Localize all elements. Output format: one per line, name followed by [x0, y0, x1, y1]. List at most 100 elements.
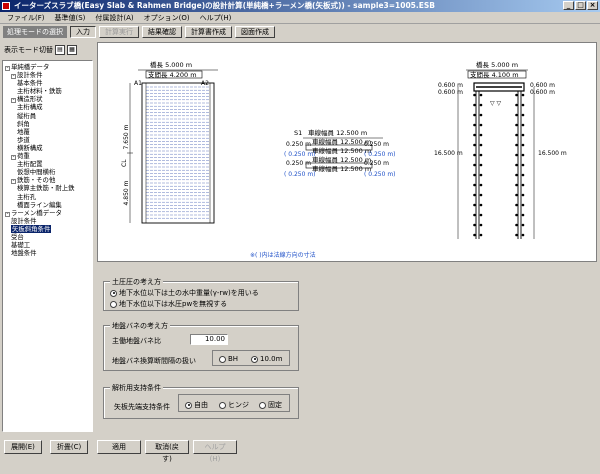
mode-drawing-button[interactable]: 図面作成 [235, 26, 275, 38]
expand-button[interactable]: 展開(E) [4, 440, 42, 454]
menu-file[interactable]: ファイル(F) [7, 13, 45, 22]
earth-pressure-radio-2[interactable] [110, 300, 117, 308]
pile-node [515, 183, 518, 187]
help-button[interactable]: ヘルプ(H) [193, 440, 237, 463]
menu-options[interactable]: オプション(O) [143, 13, 190, 22]
pile-node [521, 123, 525, 127]
pile-node [473, 103, 476, 107]
maximize-icon[interactable]: □ [575, 1, 586, 10]
tree-item-label: 構造形状 [17, 95, 43, 104]
tree-item[interactable]: 仮想中間横桁 [3, 168, 92, 176]
display-mode-header: 表示モード切替 ▤ ▦ [2, 42, 93, 58]
tree-item-label: 主桁孔 [17, 192, 37, 201]
collapse-button[interactable]: 折畳(C) [49, 440, 89, 454]
tree-expander-icon[interactable]: - [5, 210, 10, 217]
tree-item[interactable]: 主桁構成 [3, 103, 92, 111]
ground-spring-option-bh[interactable]: BH [219, 355, 238, 363]
tree-expander-icon[interactable]: - [11, 154, 16, 161]
ground-spring-option-100[interactable]: 10.0m [251, 355, 282, 363]
tree-item[interactable]: 主桁配置 [3, 160, 92, 168]
tree-item[interactable]: -荷重 [3, 152, 92, 161]
tree-expander-icon[interactable]: - [11, 178, 16, 185]
pile-node [479, 123, 483, 127]
tree-item[interactable]: 検算主鉄筋・耐上鉄 [3, 184, 92, 192]
mode-input-button[interactable]: 入力 [70, 26, 96, 38]
tree-item[interactable]: -単純橋データ [3, 63, 92, 71]
tree-item[interactable]: 歩道 [3, 136, 92, 144]
section-width-3: 車線幅員 12.500 m [312, 146, 371, 155]
tree-item-label: 主桁配置 [17, 160, 43, 169]
data-tree[interactable]: -単純橋データ-設計条件基本条件主桁材料・鉄筋-構造形状主桁構成縦桁員斜角地覆歩… [2, 60, 93, 432]
tree-item[interactable]: 地覆 [3, 128, 92, 136]
support-option-free[interactable]: 自由 [185, 400, 208, 410]
tree-item[interactable]: 地盤条件 [3, 249, 92, 257]
tree-item[interactable]: 基礎工 [3, 241, 92, 249]
mode-report-button[interactable]: 計算書作成 [185, 26, 232, 38]
tree-item[interactable]: 基本条件 [3, 79, 92, 87]
ground-spring-interval-box: BH 10.0m [212, 350, 290, 366]
tree-item[interactable]: 設計条件 [3, 217, 92, 225]
tree-item-label: 鉄筋・その他 [17, 176, 56, 185]
earth-pressure-radio-1[interactable] [110, 289, 117, 297]
ground-spring-option-100-label: 10.0m [260, 355, 283, 363]
tree-item[interactable]: -設計条件 [3, 71, 92, 80]
earth-pressure-option-1-label: 地下水位以下は土の水中重量(γ-rw)を用いる [119, 289, 259, 297]
tree-expander-icon[interactable]: - [5, 65, 10, 71]
tree-item[interactable]: 主桁孔 [3, 193, 92, 201]
tree-item[interactable]: 矢板斜角条件 [3, 224, 92, 233]
menu-standard-values[interactable]: 基準値(S) [54, 13, 86, 22]
section-paren-right-2: ( 0.250 m) [364, 171, 396, 178]
plan-label-a2: A2 [201, 80, 209, 87]
tree-item[interactable]: 橋面ライン編集 [3, 201, 92, 209]
pile-node [473, 113, 476, 117]
side-top-right-1: 0.600 m [530, 82, 555, 89]
apply-button[interactable]: 適用 [97, 440, 141, 454]
pile-node [521, 193, 525, 197]
plan-centerline: CL [121, 159, 128, 167]
earth-pressure-option-2[interactable]: 地下水位以下は水圧pwを無視する [110, 299, 227, 309]
pile-node [473, 173, 476, 177]
mode-results-button[interactable]: 結果確認 [142, 26, 182, 38]
pile-node [521, 223, 525, 227]
pile-node [515, 103, 518, 107]
support-option-fixed[interactable]: 固定 [259, 400, 282, 410]
ground-spring-radio-100[interactable] [251, 355, 258, 363]
tree-item[interactable]: 主桁材料・鉄筋 [3, 87, 92, 95]
section-width-2: 車線幅員 12.500 m [312, 137, 371, 146]
mode-calculate-button[interactable]: 計算実行 [99, 26, 139, 38]
minimize-icon[interactable]: _ [563, 1, 574, 10]
pile-node [515, 93, 518, 97]
support-radio-fixed[interactable] [259, 401, 266, 409]
tree-item[interactable]: -構造形状 [3, 95, 92, 104]
tree-item[interactable]: 斜角 [3, 120, 92, 128]
menu-help[interactable]: ヘルプ(H) [199, 13, 232, 22]
ground-spring-radio-bh[interactable] [219, 355, 226, 363]
ground-spring-ratio-input[interactable]: 10.00 [190, 334, 228, 345]
pile-node [521, 113, 525, 117]
tree-expander-icon[interactable]: - [11, 73, 16, 80]
tree-item[interactable]: -ラーメン橋データ [3, 209, 92, 217]
tree-item[interactable]: 縦桁員 [3, 112, 92, 120]
pile-node [515, 223, 518, 227]
tree-item-label: 地覆 [17, 127, 30, 136]
pile-node [515, 113, 518, 117]
tree-view-icon[interactable]: ▤ [55, 45, 65, 55]
pile-node [521, 173, 525, 177]
earth-pressure-option-1[interactable]: 地下水位以下は土の水中重量(γ-rw)を用いる [110, 288, 259, 298]
tree-item[interactable]: -鉄筋・その他 [3, 176, 92, 185]
cancel-button[interactable]: 取消(戻す) [145, 440, 189, 463]
close-icon[interactable]: × [587, 1, 598, 10]
tree-item[interactable]: 受台 [3, 233, 92, 241]
tree-item-label: 仮想中間横桁 [17, 168, 56, 177]
pile-node [479, 133, 483, 137]
support-option-hinge[interactable]: ヒンジ [219, 400, 249, 410]
pile-node [521, 203, 525, 207]
list-view-icon[interactable]: ▦ [67, 45, 77, 55]
menu-attached-design[interactable]: 付属設計(A) [95, 13, 134, 22]
support-radio-free[interactable] [185, 401, 192, 409]
plan-view: 橋長 5.000 m 支間長 4.200 m A1 A2 7.650 m 4.8… [121, 60, 218, 224]
tree-item[interactable]: 横断構成 [3, 144, 92, 152]
tree-item-label: 基本条件 [17, 79, 43, 88]
tree-expander-icon[interactable]: - [11, 97, 16, 104]
support-radio-hinge[interactable] [219, 401, 226, 409]
